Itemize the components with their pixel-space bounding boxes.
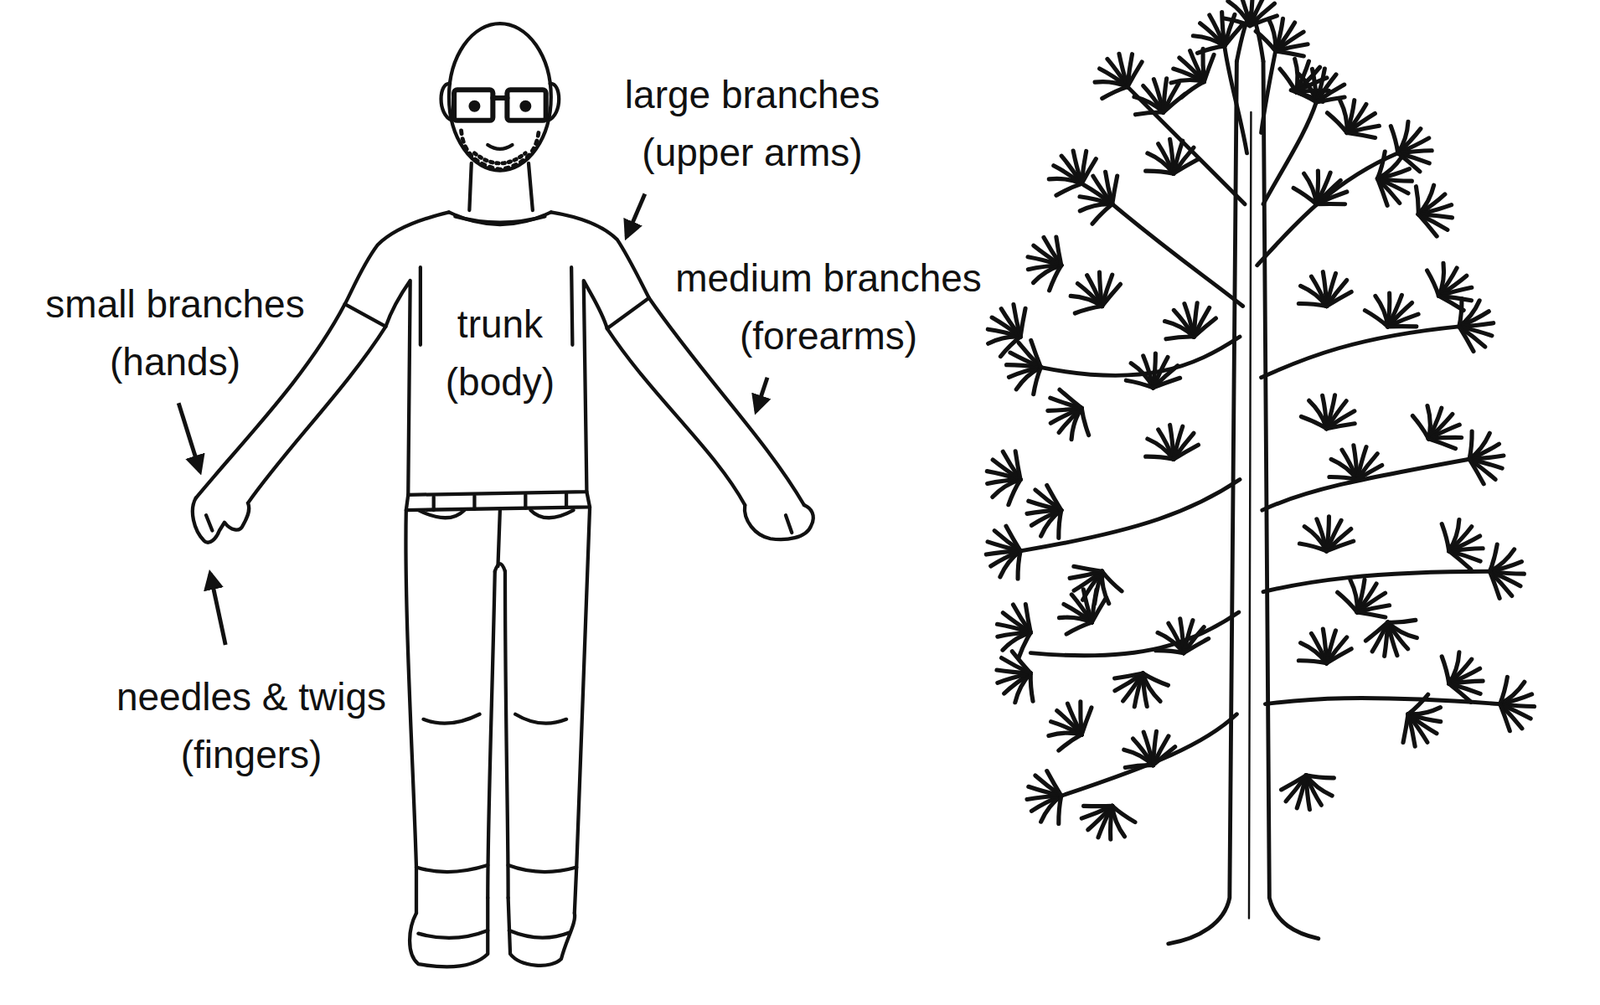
leader-arrow [756, 377, 768, 412]
leader-arrow [178, 402, 201, 472]
leader-arrow [210, 573, 226, 646]
leader-arrow [626, 194, 646, 238]
part-label: needles & twigs (fingers) [96, 668, 407, 785]
part-label: medium branches (forearms) [652, 249, 1005, 366]
part-label: trunk (body) [428, 295, 572, 412]
pine-tree [1020, 12, 1501, 945]
part-label: large branches (upper arms) [601, 66, 904, 182]
part-label: small branches (hands) [28, 275, 322, 392]
pine-needle-tufts [977, 0, 1535, 848]
